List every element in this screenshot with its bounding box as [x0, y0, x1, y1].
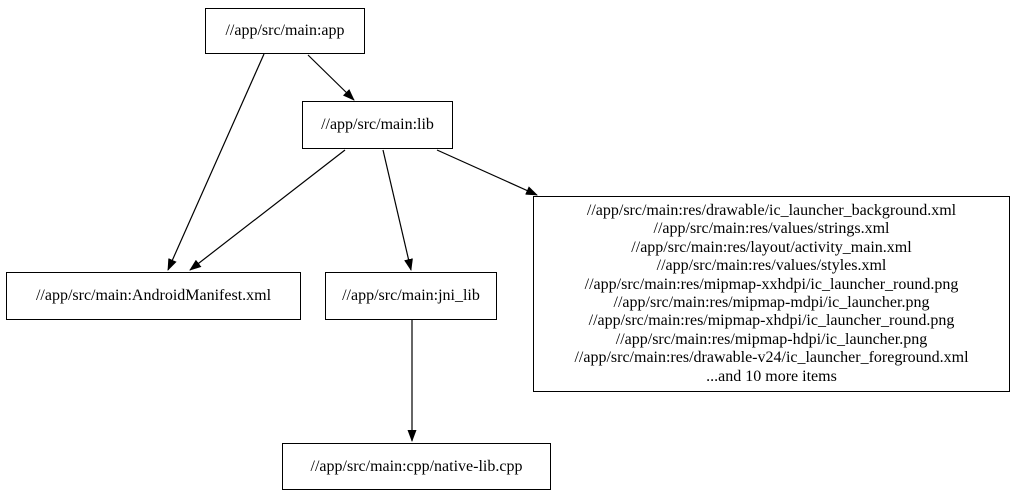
- resource-more-items: ...and 10 more items: [706, 367, 837, 385]
- resource-line: //app/src/main:res/drawable-v24/ic_launc…: [574, 349, 969, 367]
- node-lib-label: //app/src/main:lib: [321, 116, 434, 134]
- edge-lib-to-androidmanifest: [189, 149, 346, 271]
- resource-line: //app/src/main:res/layout/activity_main.…: [631, 238, 912, 256]
- node-androidmanifest: //app/src/main:AndroidManifest.xml: [6, 272, 301, 320]
- edge-app-to-androidmanifest: [167, 53, 265, 271]
- resource-line: //app/src/main:res/values/strings.xml: [653, 220, 890, 238]
- edge-lib-to-resources: [436, 149, 538, 196]
- node-nativelib-label: //app/src/main:cpp/native-lib.cpp: [310, 457, 523, 475]
- resource-line: //app/src/main:res/mipmap-hdpi/ic_launch…: [615, 330, 928, 348]
- node-lib: //app/src/main:lib: [302, 101, 453, 149]
- resource-line: //app/src/main:res/drawable/ic_launcher_…: [586, 201, 957, 219]
- node-jnilib-label: //app/src/main:jni_lib: [342, 287, 480, 305]
- edge-app-to-lib: [307, 54, 355, 101]
- resource-line: //app/src/main:res/mipmap-xxhdpi/ic_laun…: [584, 275, 959, 293]
- node-jnilib: //app/src/main:jni_lib: [325, 272, 497, 320]
- node-app-label: //app/src/main:app: [225, 22, 345, 40]
- node-app: //app/src/main:app: [205, 8, 365, 54]
- resource-line: //app/src/main:res/mipmap-xhdpi/ic_launc…: [588, 312, 955, 330]
- resource-line: //app/src/main:res/mipmap-mdpi/ic_launch…: [613, 294, 930, 311]
- node-nativelib: //app/src/main:cpp/native-lib.cpp: [282, 443, 551, 490]
- node-resources: //app/src/main:res/drawable/ic_launcher_…: [533, 196, 1010, 392]
- node-androidmanifest-label: //app/src/main:AndroidManifest.xml: [35, 287, 272, 305]
- resource-line: //app/src/main:res/values/styles.xml: [656, 257, 887, 275]
- edge-lib-to-jnilib: [382, 149, 413, 271]
